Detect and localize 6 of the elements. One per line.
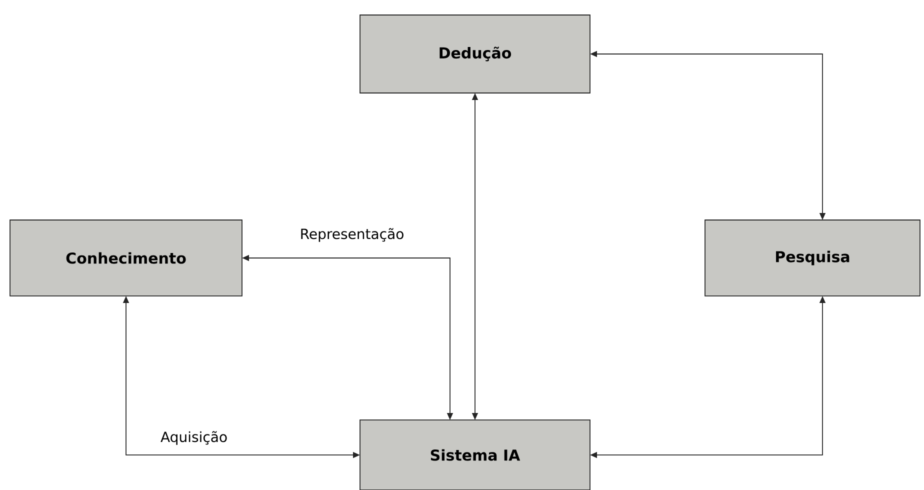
- process-box: Conhecimento: [10, 220, 242, 296]
- process-box: Pesquisa: [704, 220, 920, 296]
- edge-label: Representação: [298, 227, 406, 243]
- process-box: Dedução: [360, 14, 590, 94]
- edge-label: Aquisição: [160, 430, 229, 446]
- process-box: Sistema IA: [360, 420, 590, 490]
